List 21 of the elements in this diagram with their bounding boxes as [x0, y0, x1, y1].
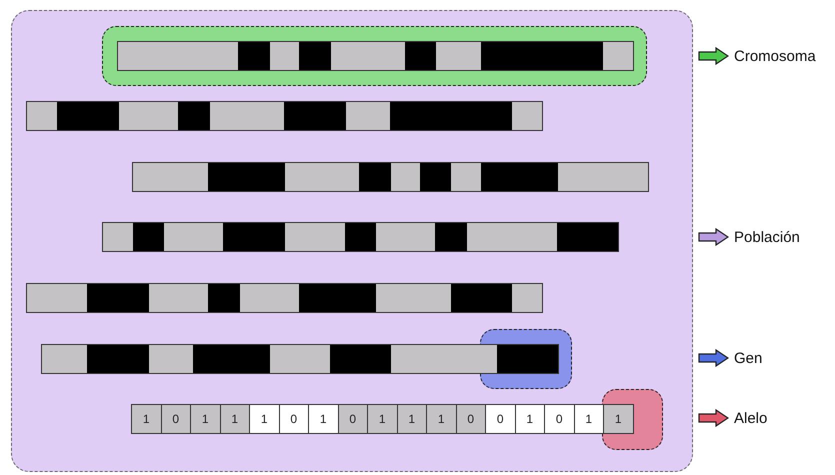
allele-cell: 1	[426, 404, 456, 434]
allele-cell: 1	[367, 404, 398, 434]
allele-cell: 1	[190, 404, 220, 434]
allele-cell: 0	[456, 404, 486, 434]
legend-label: Población	[734, 228, 800, 246]
allele-cell: 1	[514, 404, 545, 434]
allele-cell: 1	[396, 404, 427, 434]
allele-cell: 0	[338, 404, 368, 434]
allele-cell: 1	[249, 404, 280, 434]
allele-cell: 1	[574, 404, 604, 434]
allele-cell: 0	[278, 404, 309, 434]
allele-cell: 0	[160, 404, 191, 434]
legend-label: Cromosoma	[734, 48, 816, 64]
legend-label: Alelo	[734, 410, 768, 426]
allele-cell: 1	[131, 404, 162, 434]
allele-cell: 0	[544, 404, 574, 434]
allele-cell: 1	[308, 404, 338, 434]
allele-cell: 0	[485, 404, 516, 434]
legend-label: Gen	[734, 350, 762, 366]
allele-cell: 1	[603, 404, 634, 434]
allele-cell: 1	[220, 404, 250, 434]
